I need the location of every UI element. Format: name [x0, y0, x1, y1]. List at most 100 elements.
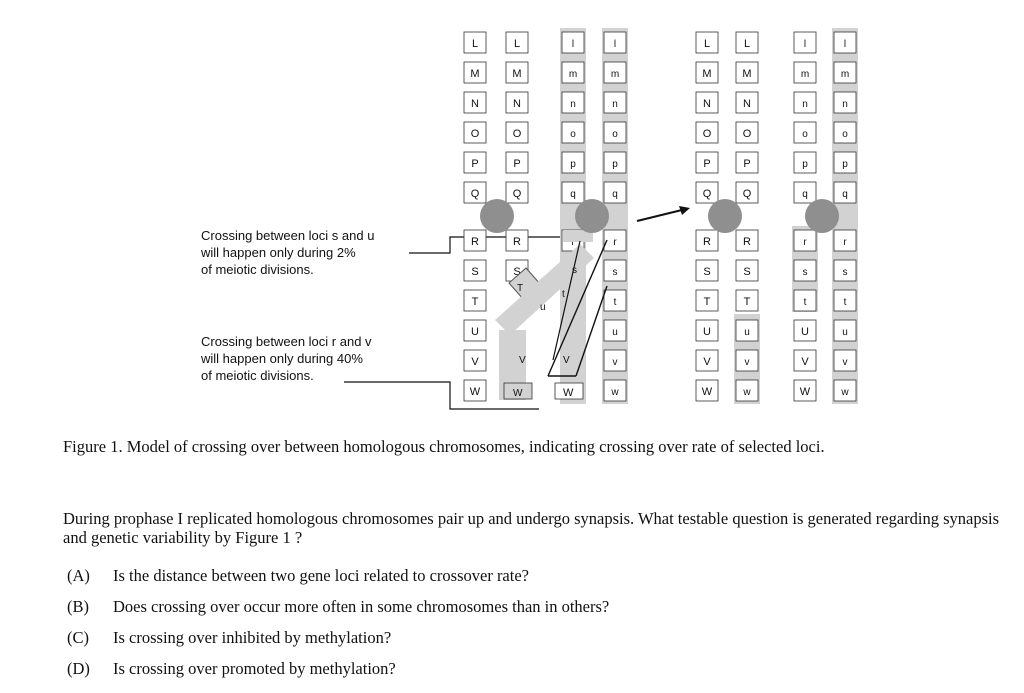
- label-W: W: [563, 387, 574, 399]
- centromere-4: [805, 199, 839, 233]
- locus-label: S: [743, 266, 750, 278]
- locus-label: S: [703, 266, 710, 278]
- locus-label: N: [743, 98, 751, 110]
- label-t: t: [562, 289, 565, 300]
- locus-label: P: [471, 158, 478, 170]
- option-text: Is crossing over promoted by methylation…: [113, 659, 396, 690]
- locus-label: o: [842, 129, 848, 140]
- locus-label: P: [743, 158, 750, 170]
- locus-label: n: [802, 99, 808, 110]
- locus-label: Q: [743, 188, 752, 200]
- annotation-su-leader: [409, 237, 572, 253]
- question-stem: During prophase I replicated homologous …: [63, 509, 1003, 547]
- crossing-over-diagram: Crossing between loci s and u will happe…: [0, 0, 1024, 430]
- locus-label: N: [513, 98, 521, 110]
- locus-label: w: [610, 387, 619, 398]
- locus-label: Q: [703, 188, 712, 200]
- locus-label: u: [842, 327, 848, 338]
- option-b[interactable]: (B) Does crossing over occur more often …: [67, 597, 967, 628]
- locus-label: s: [803, 267, 808, 278]
- locus-label: q: [802, 189, 808, 200]
- locus-label: L: [472, 38, 478, 50]
- annotation-rv-line2: will happen only during 40%: [200, 351, 363, 366]
- label-w: W: [513, 388, 523, 399]
- locus-label: w: [742, 387, 751, 398]
- option-a[interactable]: (A) Is the distance between two gene loc…: [67, 566, 967, 597]
- transition-arrowhead: [679, 206, 690, 215]
- option-c[interactable]: (C) Is crossing over inhibited by methyl…: [67, 628, 967, 659]
- locus-label: V: [703, 356, 711, 368]
- locus-label: l: [572, 39, 574, 50]
- option-letter: (C): [67, 628, 113, 659]
- locus-label: l: [844, 39, 846, 50]
- centromere-2: [575, 199, 609, 233]
- option-d[interactable]: (D) Is crossing over promoted by methyla…: [67, 659, 967, 690]
- locus-label: w: [840, 387, 849, 398]
- locus-label: V: [471, 356, 479, 368]
- label-V-left: V: [519, 355, 526, 366]
- annotation-rv-line3: of meiotic divisions.: [201, 368, 314, 383]
- locus-label: u: [744, 327, 750, 338]
- locus-label: T: [704, 296, 711, 308]
- locus-label: O: [471, 128, 480, 140]
- locus-label: p: [842, 159, 848, 170]
- locus-label: O: [703, 128, 712, 140]
- option-letter: (A): [67, 566, 113, 597]
- locus-label: n: [570, 99, 576, 110]
- locus-label: U: [801, 326, 809, 338]
- locus-label: W: [470, 386, 481, 398]
- option-letter: (D): [67, 659, 113, 690]
- locus-label: V: [801, 356, 809, 368]
- locus-label: M: [702, 68, 711, 80]
- locus-label: U: [703, 326, 711, 338]
- locus-label: L: [704, 38, 710, 50]
- locus-label: m: [841, 69, 849, 80]
- locus-label: q: [612, 189, 618, 200]
- answer-options: (A) Is the distance between two gene loc…: [67, 566, 967, 690]
- locus-label: s: [843, 267, 848, 278]
- locus-label: u: [612, 327, 618, 338]
- label-s: s: [572, 265, 577, 276]
- locus-label: R: [513, 236, 521, 248]
- locus-label: n: [842, 99, 848, 110]
- label-T: T: [517, 283, 523, 294]
- annotation-su-line3: of meiotic divisions.: [201, 262, 314, 277]
- locus-label: t: [804, 297, 807, 308]
- locus-label: m: [611, 69, 619, 80]
- option-text: Is the distance between two gene loci re…: [113, 566, 529, 597]
- locus-label: T: [744, 296, 751, 308]
- option-text: Is crossing over inhibited by methylatio…: [113, 628, 391, 659]
- locus-label: P: [513, 158, 520, 170]
- locus-label: l: [804, 39, 806, 50]
- label-V-right: V: [563, 355, 570, 366]
- locus-label: v: [613, 357, 618, 368]
- option-letter: (B): [67, 597, 113, 628]
- locus-label: m: [569, 69, 577, 80]
- locus-label: R: [471, 236, 479, 248]
- locus-label: L: [514, 38, 520, 50]
- locus-label: p: [570, 159, 576, 170]
- locus-label: p: [612, 159, 618, 170]
- locus-label: o: [570, 129, 576, 140]
- locus-label: N: [471, 98, 479, 110]
- locus-label: M: [470, 68, 479, 80]
- locus-label: p: [802, 159, 808, 170]
- locus-label: R: [703, 236, 711, 248]
- annotation-su-line2: will happen only during 2%: [200, 245, 356, 260]
- locus-label: U: [471, 326, 479, 338]
- locus-label: M: [742, 68, 751, 80]
- locus-label: t: [614, 297, 617, 308]
- locus-label: W: [702, 386, 713, 398]
- locus-label: n: [612, 99, 618, 110]
- locus-label: R: [743, 236, 751, 248]
- locus-label: m: [801, 69, 809, 80]
- label-u: u: [540, 302, 546, 313]
- locus-label: O: [513, 128, 522, 140]
- locus-label: l: [614, 39, 616, 50]
- locus-label: M: [512, 68, 521, 80]
- locus-label: L: [744, 38, 750, 50]
- centromere-3: [708, 199, 742, 233]
- locus-label: Q: [513, 188, 522, 200]
- locus-label: N: [703, 98, 711, 110]
- locus-label: o: [802, 129, 808, 140]
